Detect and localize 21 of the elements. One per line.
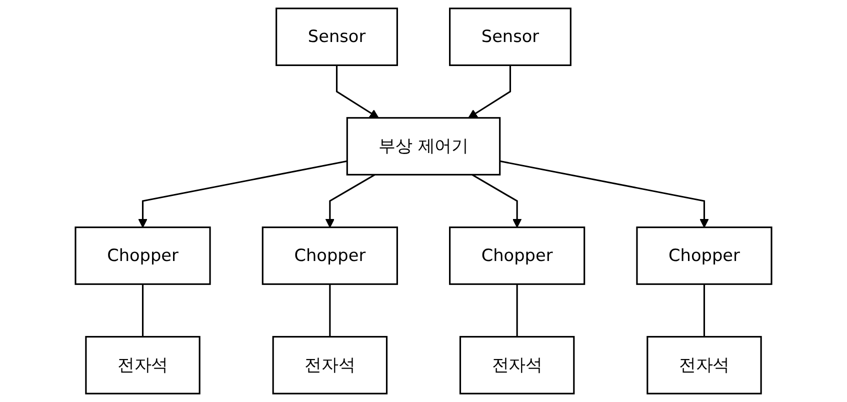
node-box: 전자석	[272, 336, 388, 394]
arrow	[472, 174, 522, 228]
node-box: 부상 제어기	[346, 117, 501, 176]
node-box: 전자석	[85, 336, 200, 394]
node-box: Sensor	[449, 8, 572, 66]
connector	[329, 284, 331, 337]
node-box: Chopper	[262, 226, 398, 285]
node-box: 전자석	[646, 336, 762, 394]
connector	[703, 284, 706, 337]
arrow	[500, 160, 709, 228]
arrow	[325, 174, 376, 228]
node-box: Chopper	[74, 226, 211, 285]
connector	[142, 284, 144, 337]
arrow	[468, 65, 512, 118]
node-box: Chopper	[636, 226, 772, 285]
node-box: Chopper	[449, 226, 586, 285]
node-box: Sensor	[276, 8, 398, 66]
connector	[516, 284, 518, 337]
arrow	[336, 65, 379, 118]
arrow	[138, 160, 348, 228]
node-box: 전자석	[459, 336, 575, 394]
